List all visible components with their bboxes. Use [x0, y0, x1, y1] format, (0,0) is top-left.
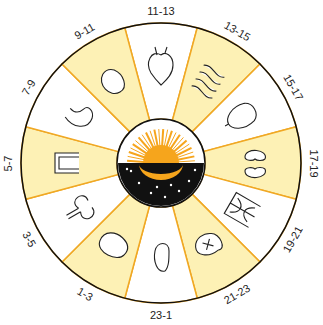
organ-icon — [245, 150, 265, 177]
organ-icon — [154, 244, 169, 272]
night-half — [118, 163, 204, 206]
organ-icon — [64, 100, 96, 131]
clock-segment — [62, 28, 150, 132]
time-label: 1-3 — [75, 286, 94, 303]
star — [130, 170, 132, 172]
organ-icon — [97, 65, 128, 97]
star — [194, 169, 196, 171]
star — [178, 190, 180, 192]
star — [164, 196, 166, 198]
sun-ray — [146, 133, 154, 148]
organ-icon — [191, 64, 226, 100]
moon — [139, 164, 183, 180]
time-label: 23-1 — [150, 310, 172, 321]
star — [150, 192, 152, 194]
organ-icon — [55, 153, 79, 173]
time-label: 17-19 — [307, 149, 318, 177]
center-disc — [117, 119, 205, 207]
sun-ray — [129, 152, 145, 157]
organ-icon — [192, 229, 225, 260]
sun-ray — [154, 130, 157, 147]
organ-icon — [220, 99, 261, 135]
time-label: 3-5 — [21, 229, 38, 248]
organ-icon — [96, 228, 132, 262]
sun-ray — [176, 148, 191, 156]
time-label: 5-7 — [3, 155, 14, 171]
time-label: 9-11 — [73, 21, 97, 41]
star — [170, 184, 172, 186]
sun-ray — [159, 129, 160, 146]
star — [188, 180, 190, 182]
sun-ray — [127, 161, 144, 162]
organ-icon — [224, 193, 260, 228]
organ-icon — [149, 47, 173, 85]
time-label: 11-13 — [147, 6, 174, 17]
sun-ray — [178, 156, 195, 159]
time-label: 7-9 — [21, 77, 38, 96]
organ-icon — [61, 193, 96, 227]
star — [126, 168, 128, 170]
sun-ray — [166, 131, 171, 147]
sun-ray — [162, 129, 163, 146]
outer-ring — [21, 23, 301, 303]
star — [156, 186, 158, 188]
sun-ray — [178, 161, 195, 162]
sun — [143, 145, 179, 163]
star — [138, 182, 140, 184]
